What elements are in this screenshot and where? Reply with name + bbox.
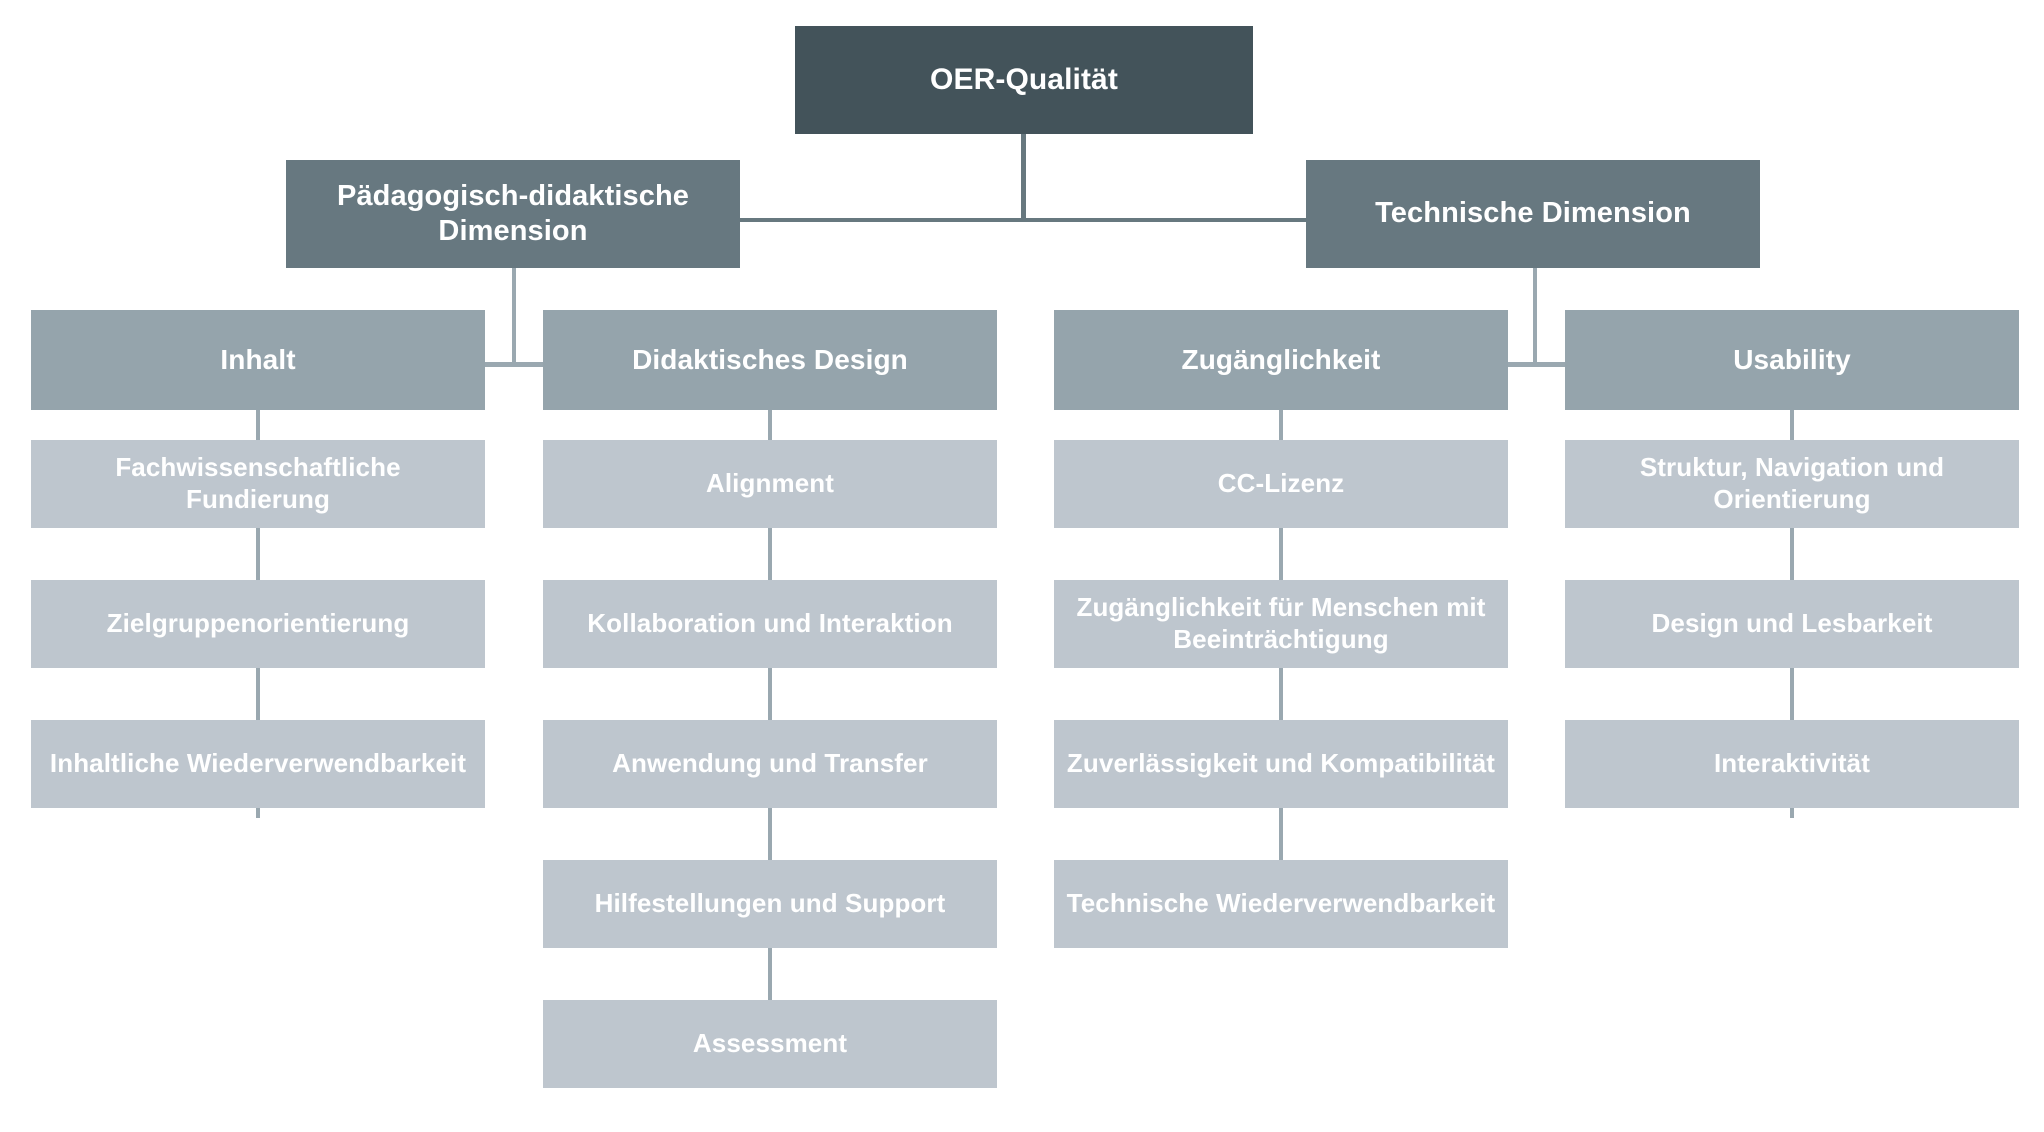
node-category-zugaenglichkeit[interactable]: Zugänglichkeit [1054, 310, 1508, 410]
node-leaf-fachwissenschaftliche-fundierung[interactable]: Fachwissenschaftliche Fundierung [31, 440, 485, 528]
node-leaf-struktur-navigation-orientierung[interactable]: Struktur, Navigation und Orientierung [1565, 440, 2019, 528]
connector-column-spine-2 [768, 410, 772, 1018]
node-leaf-alignment[interactable]: Alignment [543, 440, 997, 528]
node-label: Zugänglichkeit für Menschen mit Beeinträ… [1076, 592, 1486, 654]
node-root-oer-qualitaet[interactable]: OER-Qualität [795, 26, 1253, 134]
node-label: Technische Wiederverwendbarkeit [1066, 888, 1496, 919]
node-leaf-zielgruppenorientierung[interactable]: Zielgruppenorientierung [31, 580, 485, 668]
node-leaf-cc-lizenz[interactable]: CC-Lizenz [1054, 440, 1508, 528]
node-leaf-design-und-lesbarkeit[interactable]: Design und Lesbarkeit [1565, 580, 2019, 668]
node-leaf-inhaltliche-wiederverwendbarkeit[interactable]: Inhaltliche Wiederverwendbarkeit [31, 720, 485, 808]
node-category-didaktisches-design[interactable]: Didaktisches Design [543, 310, 997, 410]
node-label: Didaktisches Design [632, 343, 908, 375]
node-dimension-technisch[interactable]: Technische Dimension [1306, 160, 1760, 268]
node-label: Alignment [705, 468, 834, 499]
connector-dimension-bridge [740, 218, 1306, 222]
node-leaf-assessment[interactable]: Assessment [543, 1000, 997, 1088]
node-label: CC-Lizenz [1217, 468, 1345, 499]
node-label: Technische Dimension [1375, 197, 1691, 230]
node-label: Assessment [692, 1028, 848, 1059]
connector-dim-right-stem [1533, 268, 1537, 366]
node-label: Zielgruppenorientierung [106, 608, 410, 639]
node-label: Kollaboration und Interaktion [587, 608, 953, 639]
node-leaf-anwendung-und-transfer[interactable]: Anwendung und Transfer [543, 720, 997, 808]
node-leaf-zugaenglichkeit-beeintraechtigung[interactable]: Zugänglichkeit für Menschen mit Beeinträ… [1054, 580, 1508, 668]
node-leaf-technische-wiederverwendbarkeit[interactable]: Technische Wiederverwendbarkeit [1054, 860, 1508, 948]
node-category-usability[interactable]: Usability [1565, 310, 2019, 410]
node-leaf-zuverlaessigkeit-und-kompatibilitaet[interactable]: Zuverlässigkeit und Kompatibilität [1054, 720, 1508, 808]
node-label: Usability [1733, 343, 1851, 375]
node-label: Design und Lesbarkeit [1651, 608, 1933, 639]
node-label: Anwendung und Transfer [612, 748, 928, 779]
node-label: Interaktivität [1713, 748, 1870, 779]
connector-cat-bridge-right [1507, 362, 1566, 367]
connector-cat-bridge-left [485, 362, 544, 367]
connector-root-stem [1021, 134, 1026, 222]
connector-dim-left-stem [512, 268, 516, 366]
node-dimension-paedagogisch-didaktisch[interactable]: Pädagogisch-didaktische Dimension [286, 160, 740, 268]
node-label: Zugänglichkeit [1181, 343, 1381, 375]
node-category-inhalt[interactable]: Inhalt [31, 310, 485, 410]
node-label: Hilfestellungen und Support [594, 888, 946, 919]
node-label: Pädagogisch-didaktische Dimension [337, 179, 689, 247]
node-leaf-hilfestellungen-und-support[interactable]: Hilfestellungen und Support [543, 860, 997, 948]
node-label: Fachwissenschaftliche Fundierung [115, 452, 401, 514]
node-label: Zuverlässigkeit und Kompatibilität [1066, 748, 1496, 779]
node-leaf-interaktivitaet[interactable]: Interaktivität [1565, 720, 2019, 808]
node-leaf-kollaboration-und-interaktion[interactable]: Kollaboration und Interaktion [543, 580, 997, 668]
node-label: Struktur, Navigation und Orientierung [1639, 452, 1945, 514]
node-label: Inhaltliche Wiederverwendbarkeit [49, 748, 467, 779]
node-label: OER-Qualität [930, 62, 1118, 96]
node-label: Inhalt [220, 343, 296, 375]
